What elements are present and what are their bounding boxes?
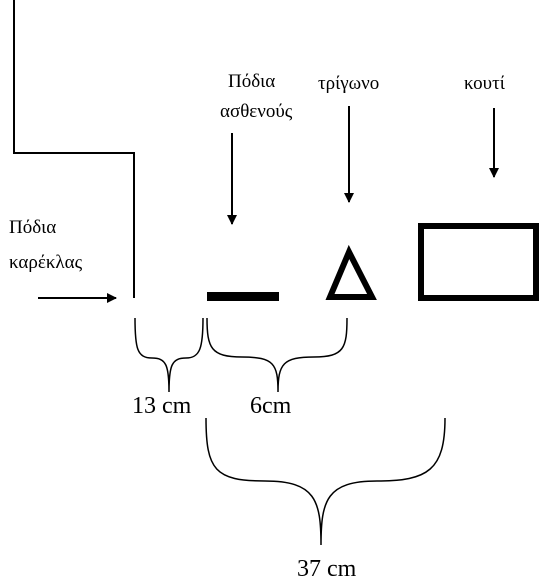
box-label: κουτί <box>464 73 506 94</box>
chair-legs-label-line1: Πόδια <box>9 217 56 238</box>
patient-feet-label-line2: ασθενούς <box>220 101 293 122</box>
brace-13cm <box>134 317 204 393</box>
brace-37cm <box>205 417 446 546</box>
brace-6cm <box>206 317 348 393</box>
patient-feet-label-line1: Πόδια <box>228 71 275 92</box>
measurement-6cm: 6cm <box>250 393 292 419</box>
chair-outline-line <box>13 0 135 298</box>
measurement-37cm: 37 cm <box>297 556 357 582</box>
triangle-marker <box>325 244 377 300</box>
box-marker <box>418 223 539 301</box>
triangle-label: τρίγωνο <box>318 73 379 94</box>
chair-legs-label-line2: καρέκλας <box>9 252 83 273</box>
patient-feet-marker <box>207 292 279 301</box>
measurement-13cm: 13 cm <box>132 393 192 419</box>
